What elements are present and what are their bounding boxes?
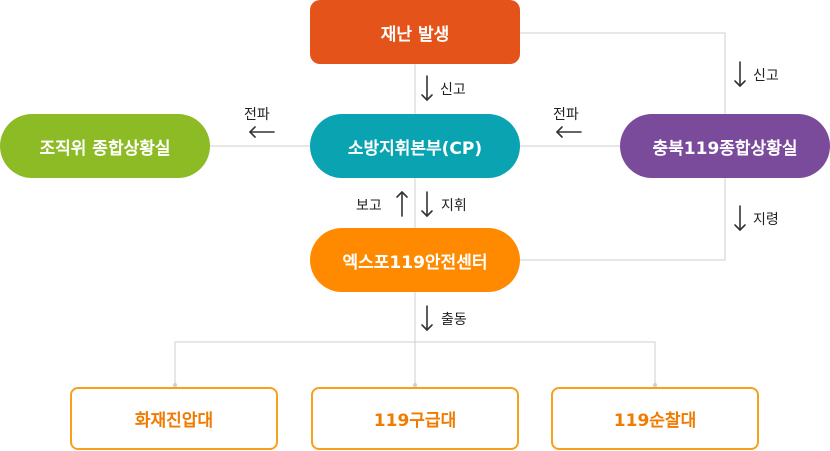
label-report-down: 신고 — [440, 82, 466, 98]
arrow-down-icon — [734, 61, 746, 87]
arrow-down-icon — [421, 305, 433, 331]
label-dispatch: 출동 — [441, 312, 467, 328]
label-report-up: 보고 — [356, 198, 382, 214]
disaster-node: 재난 발생 — [310, 0, 520, 64]
expo-119-safety-center-node: 엑스포119안전센터 — [310, 228, 520, 292]
line-disaster-to-chungbuk — [520, 32, 726, 114]
arrow-left-icon — [249, 126, 275, 138]
label-relay-right: 전파 — [553, 107, 579, 123]
line-units-branch — [174, 341, 656, 387]
dot-unit-3 — [653, 383, 657, 387]
arrow-down-icon — [421, 191, 433, 217]
patrol-unit-node: 119순찰대 — [551, 387, 759, 450]
label-report-right: 신고 — [753, 68, 779, 84]
arrow-down-icon — [421, 75, 433, 101]
label-order: 지령 — [753, 212, 779, 228]
line-chungbuk-to-expo — [520, 178, 726, 261]
label-relay-left: 전파 — [244, 107, 270, 123]
fire-suppression-unit-node: 화재진압대 — [70, 387, 278, 450]
organizing-committee-room-node: 조직위 종합상황실 — [0, 114, 210, 178]
emergency-medical-unit-node: 119구급대 — [311, 387, 519, 450]
arrow-up-icon — [396, 191, 408, 217]
chungbuk-119-room-node: 충북119종합상황실 — [620, 114, 830, 178]
fire-command-hq-node: 소방지휘본부(CP) — [310, 114, 520, 178]
dot-unit-2 — [413, 383, 417, 387]
arrow-down-icon — [734, 205, 746, 231]
arrow-left-icon — [556, 126, 582, 138]
label-command: 지휘 — [441, 198, 467, 214]
dot-unit-1 — [173, 383, 177, 387]
